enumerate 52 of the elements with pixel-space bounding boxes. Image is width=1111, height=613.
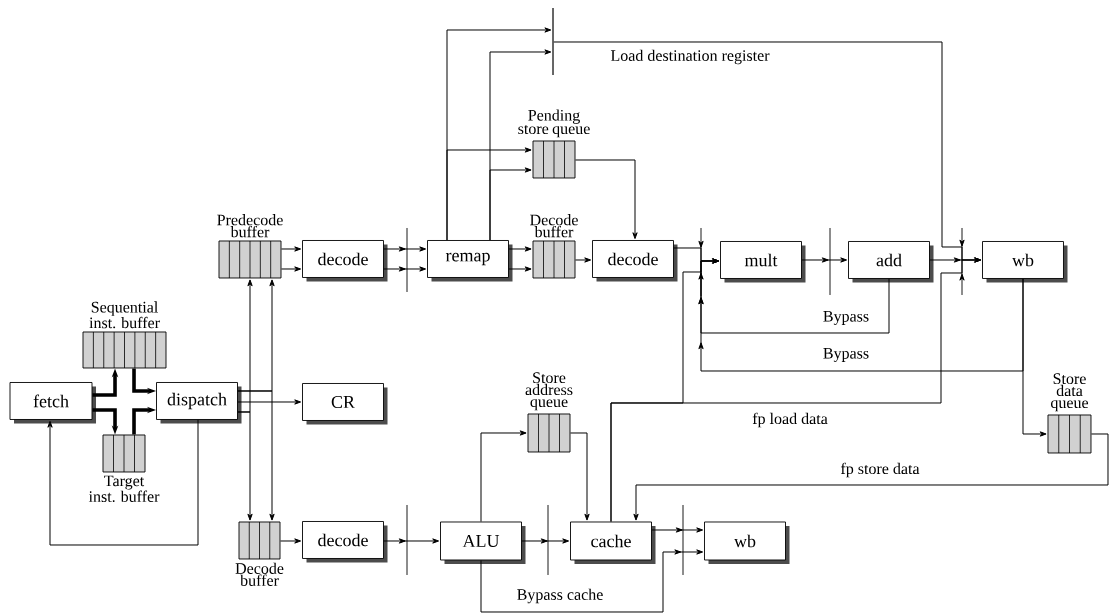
process-box: mult [720, 241, 806, 283]
buffer-label: Store address queue [525, 372, 573, 411]
process-box: ALU [440, 521, 526, 564]
arrow [237, 411, 253, 521]
arrow [574, 159, 638, 240]
arrow [633, 433, 1109, 521]
process-box: cache [570, 521, 656, 564]
process-box: fetch [9, 382, 96, 424]
arrow [446, 147, 532, 241]
arrow [508, 266, 532, 272]
arrow [610, 257, 982, 523]
process-box: dispatch [156, 382, 242, 424]
arrow [480, 430, 527, 523]
arrow [47, 419, 199, 546]
buffer-label: Decode buffer [530, 214, 578, 238]
buffer-label: Decode buffer [235, 562, 284, 586]
arrow [569, 432, 590, 521]
arrow [383, 246, 427, 252]
edge-label: Bypass [821, 347, 871, 363]
arrow [237, 390, 275, 521]
arrow [279, 538, 302, 544]
edge-label: Bypass [821, 310, 871, 326]
process-box: remap [427, 240, 513, 282]
arrow [383, 266, 427, 272]
arrow [489, 167, 532, 241]
arrow [480, 549, 704, 613]
arrow [237, 399, 302, 405]
process-box: CR [302, 383, 388, 425]
arrow [280, 266, 302, 272]
process-box: wb [982, 241, 1068, 283]
arrow [521, 538, 570, 544]
arrow [1022, 278, 1047, 437]
arrow [508, 246, 532, 252]
edge-label: Load destination register [609, 48, 771, 66]
process-box: decode [592, 240, 678, 282]
buffer-label: Store data queue [1051, 373, 1089, 412]
process-box: wb [704, 521, 790, 564]
buffer-label: Sequential inst. buffer [89, 301, 160, 329]
edge-label: Bypass cache [515, 587, 605, 605]
arrow [651, 527, 704, 533]
arrow [574, 257, 592, 263]
arrow [383, 538, 440, 544]
buffer-label: Predecode buffer [217, 214, 283, 238]
process-box: decode [302, 521, 388, 563]
edge-label: fp load data [751, 411, 829, 429]
buffer-label: Target inst. buffer [88, 475, 160, 503]
arrow [801, 257, 848, 263]
arrow [280, 246, 302, 252]
buffer-label: Pending store queue [518, 109, 590, 138]
process-box: add [848, 241, 934, 283]
process-box: decode [302, 240, 388, 282]
edge-label: fp store data [839, 461, 921, 479]
